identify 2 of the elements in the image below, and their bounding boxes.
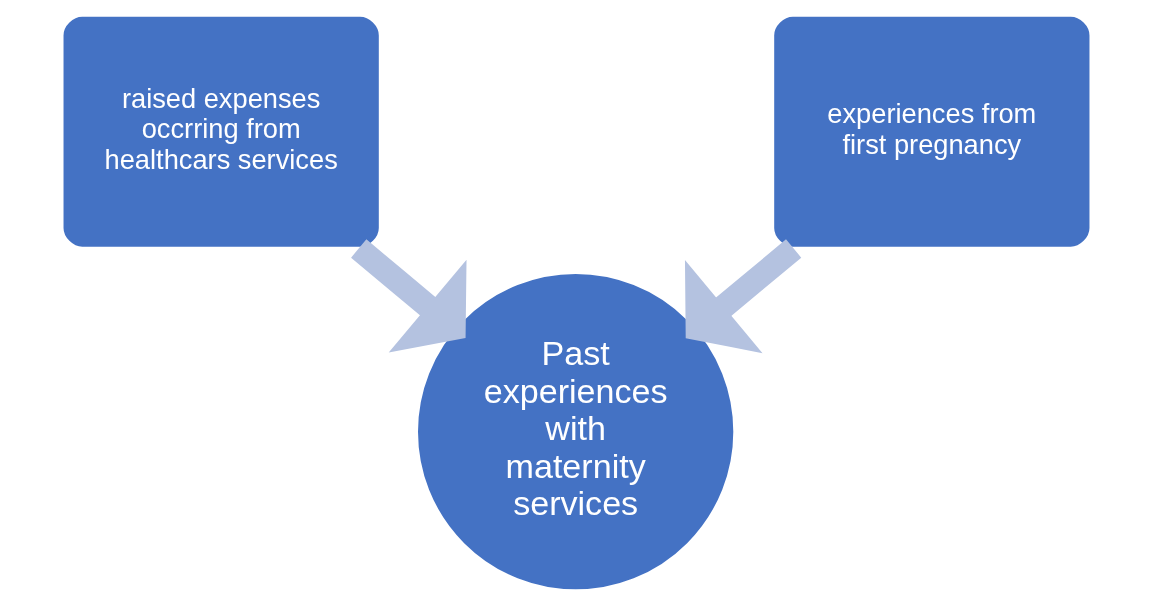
arrow	[684, 239, 801, 354]
arrow	[350, 239, 467, 353]
